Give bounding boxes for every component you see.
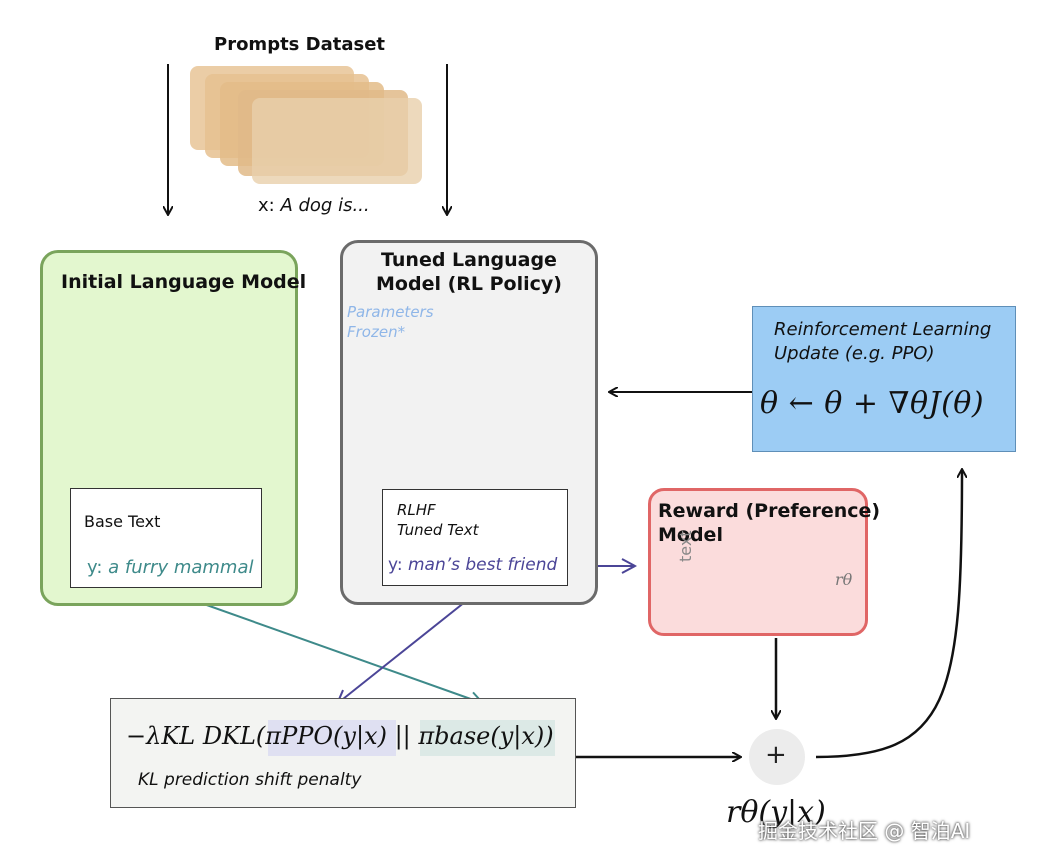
rl-update-title-line1: Reinforcement Learning [774, 319, 992, 340]
frozen-note-line1: Parameters [347, 303, 434, 321]
reward-output-label: rθ [835, 570, 853, 589]
arrow-base-to-kl [169, 591, 482, 703]
prompts-title: Prompts Dataset [214, 34, 386, 55]
rlhf-text-output: y: man’s best friend [388, 555, 557, 575]
tuned-title-line2: Model (RL Policy) [376, 273, 562, 295]
reward-model-title: Reward (Preference) Model [658, 499, 880, 547]
base-text-output: y: a furry mammal [87, 557, 253, 578]
rl-update-title-line2: Update (e.g. PPO) [774, 343, 935, 364]
prompts-card-stack [190, 66, 422, 184]
arrow-sum-to-update [815, 470, 962, 759]
prompt-example-prefix: x: [258, 195, 281, 216]
tuned-model-title: Tuned Language Model (RL Policy) [340, 248, 598, 296]
reward-title-line1: Reward (Preference) [658, 500, 881, 522]
parameters-frozen-note: Parameters Frozen* [347, 302, 434, 342]
rl-update-formula: θ ← θ + ∇θJ(θ) [760, 386, 985, 421]
rlhf-output-text: man’s best friend [407, 555, 558, 575]
pi-ppo-highlight [268, 720, 396, 756]
sum-circle [749, 729, 805, 785]
initial-model-title: Initial Language Model [61, 271, 307, 293]
base-text-label: Base Text [84, 512, 161, 531]
prompt-example-text: A dog is... [280, 195, 370, 216]
reward-title-line2: Model [658, 524, 723, 546]
watermark: 掘金技术社区 @ 智泊AI [758, 819, 971, 843]
reward-sum-label: rθ(y|x) [726, 795, 826, 830]
base-text-box [70, 488, 262, 588]
kl-formula: −λKL DKL(πPPO(y|x) || πbase(y|x)) [126, 722, 554, 750]
reward-model-box [648, 488, 868, 636]
prompt-example: x: A dog is... [258, 195, 370, 216]
rlhf-label-line1: RLHF [397, 501, 436, 519]
reward-input-label: text [676, 530, 695, 562]
rl-update-box [752, 306, 1016, 452]
rlhf-label-line2: Tuned Text [397, 521, 479, 539]
frozen-note-line2: Frozen* [347, 323, 406, 341]
kl-caption: KL prediction shift penalty [138, 770, 362, 790]
rl-update-title: Reinforcement Learning Update (e.g. PPO) [774, 318, 991, 366]
rlhf-text-label: RLHF Tuned Text [397, 500, 478, 540]
rlhf-output-prefix: y: [388, 555, 408, 575]
rlhf-text-box [382, 489, 568, 586]
base-output-prefix: y: [87, 557, 109, 578]
arrow-tuned-to-kl [338, 589, 481, 703]
pi-base-highlight [420, 720, 555, 756]
tuned-title-line1: Tuned Language [381, 249, 557, 271]
sum-symbol: + [765, 740, 787, 770]
base-output-text: a furry mammal [108, 557, 254, 578]
